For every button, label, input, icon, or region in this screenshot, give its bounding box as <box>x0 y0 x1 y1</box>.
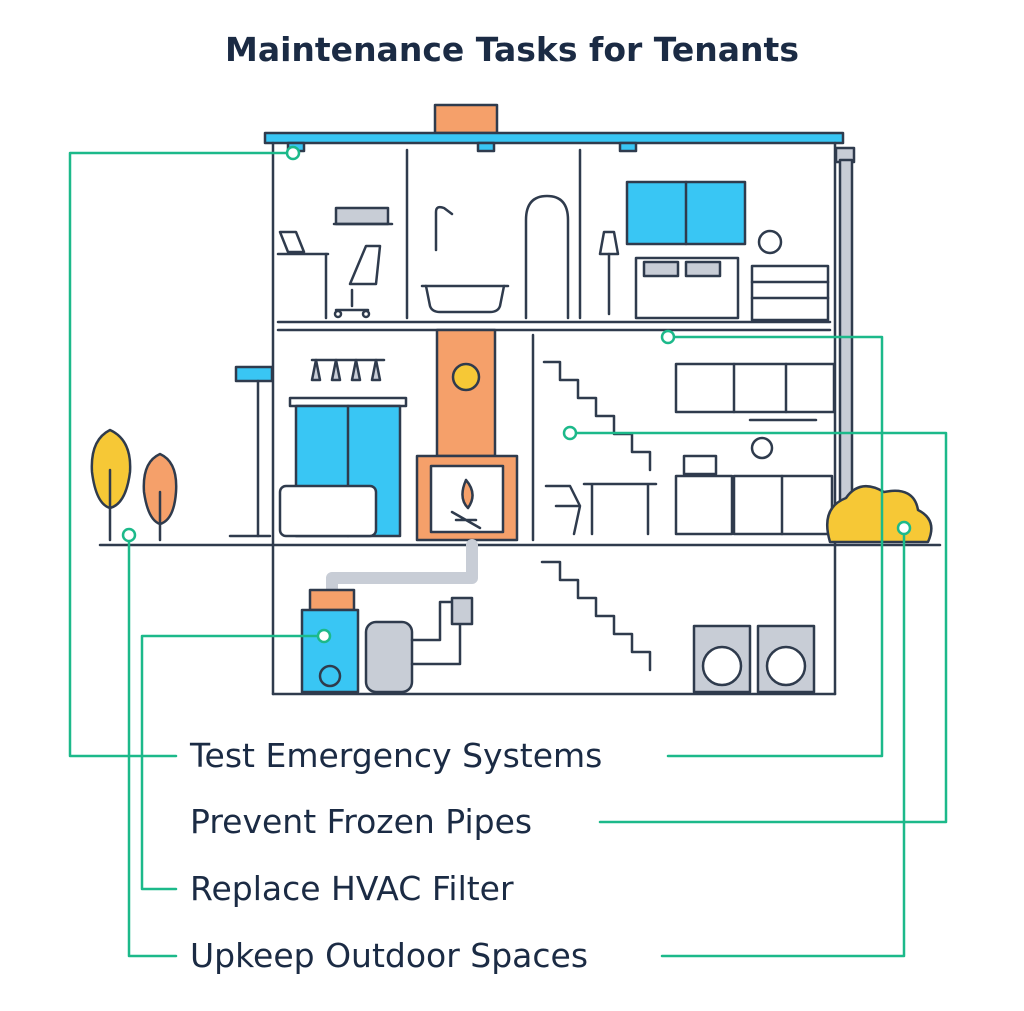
callout-lines <box>68 145 948 958</box>
tree-yellow <box>90 428 132 542</box>
task-label-pipes: Prevent Frozen Pipes <box>190 802 533 841</box>
callout-line-pipes <box>574 431 948 824</box>
living-room <box>228 358 408 538</box>
callout-line-outdoor <box>127 539 178 958</box>
callout-line-emergency-right <box>666 335 884 758</box>
page-title: Maintenance Tasks for Tenants <box>225 30 799 69</box>
fireplace <box>415 328 519 542</box>
task-label-emergency: Test Emergency Systems <box>190 736 603 775</box>
kitchen <box>542 360 836 536</box>
roof <box>263 103 845 145</box>
task-label-hvac: Replace HVAC Filter <box>190 869 514 908</box>
bathroom <box>420 194 570 320</box>
basement <box>271 539 837 696</box>
callout-line-emergency <box>68 151 290 758</box>
downspout <box>834 146 868 542</box>
callout-line-hvac <box>140 634 320 891</box>
house-walls <box>271 141 837 547</box>
tree-orange <box>142 452 178 542</box>
task-label-outdoor: Upkeep Outdoor Spaces <box>190 936 589 975</box>
office-room <box>276 206 394 320</box>
bedroom <box>598 180 830 322</box>
callout-line-outdoor-right <box>660 532 906 958</box>
